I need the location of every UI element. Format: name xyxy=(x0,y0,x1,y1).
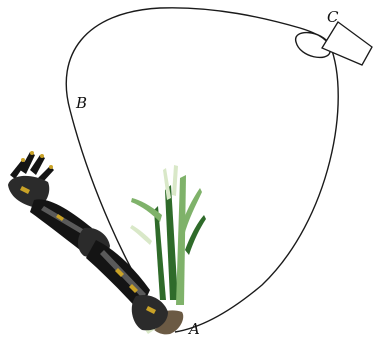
point-label-b: B xyxy=(75,94,87,112)
trajectory-curve xyxy=(66,8,338,332)
point-label-c: C xyxy=(327,8,339,26)
point-label-a: A xyxy=(187,320,200,338)
end-point-triangle-marker xyxy=(322,22,372,65)
robotic-arm-icon xyxy=(8,151,168,330)
